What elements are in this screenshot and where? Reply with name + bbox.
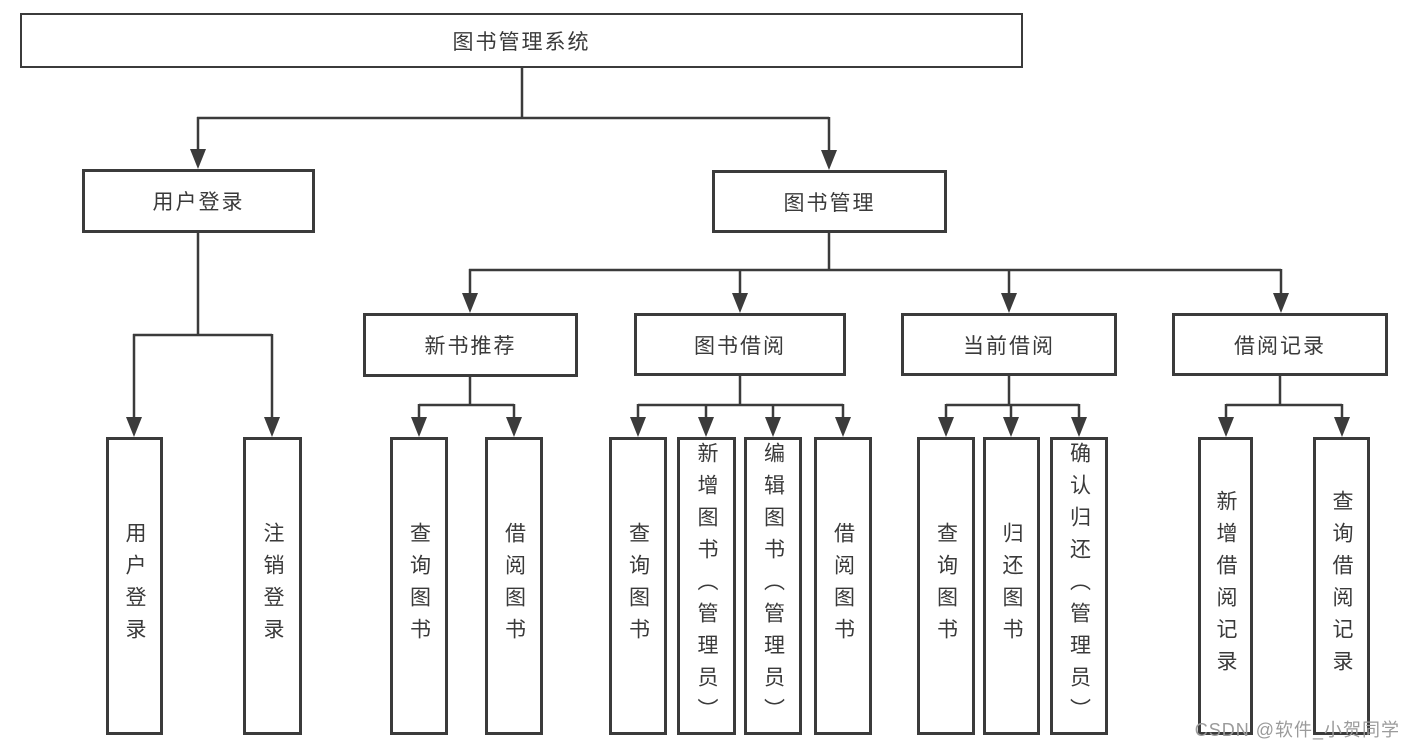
node-book-borrow: 图书借阅 [634,313,846,376]
leaf-query-borrow-record: 查询借阅记录 [1313,437,1370,735]
leaf-query-books-borrow-label: 查询图书 [626,522,650,650]
csdn-watermark: CSDN @软件_小贺同学 [1194,720,1400,740]
node-borrow-records: 借阅记录 [1172,313,1388,376]
connector-current-borrow-to-leaves [938,376,1087,437]
node-user-login-label: 用户登录 [152,191,245,214]
leaf-add-borrow-record-label: 新增借阅记录 [1214,490,1237,682]
leaf-edit-books-admin-label: 编辑图书（管理员） [761,442,785,730]
leaf-confirm-return-admin: 确认归还（管理员） [1050,437,1108,735]
leaf-query-books-recommend-label: 查询图书 [407,522,431,650]
node-new-book-recommend-label: 新书推荐 [424,335,517,358]
leaf-return-books: 归还图书 [983,437,1040,735]
node-current-borrow-label: 当前借阅 [963,334,1055,358]
connector-book-management-to-level3 [462,233,1289,313]
connector-borrow-records-to-leaves [1218,376,1350,437]
connector-book-borrow-to-leaves [630,376,851,437]
leaf-add-borrow-record: 新增借阅记录 [1198,437,1253,735]
leaf-logout-label: 注销登录 [261,522,284,650]
leaf-logout: 注销登录 [243,437,302,735]
leaf-borrow-books: 借阅图书 [814,437,872,735]
node-book-borrow-label: 图书借阅 [694,334,786,358]
leaf-query-books-borrow: 查询图书 [609,437,667,735]
leaf-query-books-current: 查询图书 [917,437,975,735]
leaf-user-login-label: 用户登录 [123,522,146,650]
leaf-query-borrow-record-label: 查询借阅记录 [1330,490,1353,682]
node-user-login: 用户登录 [82,169,315,233]
leaf-query-books-current-label: 查询图书 [934,522,958,650]
leaf-borrow-books-recommend-label: 借阅图书 [502,522,526,650]
connector-user-login-to-leaves [126,233,280,437]
node-root-label: 图书管理系统 [452,30,591,54]
leaf-add-books-admin: 新增图书（管理员） [677,437,736,735]
node-book-management-label: 图书管理 [783,191,876,215]
leaf-query-books-recommend: 查询图书 [390,437,448,735]
leaf-return-books-label: 归还图书 [1000,522,1023,650]
connector-new-book-to-leaves [411,377,522,437]
node-root: 图书管理系统 [20,13,1023,68]
leaf-user-login: 用户登录 [106,437,163,735]
leaf-edit-books-admin: 编辑图书（管理员） [744,437,802,735]
leaf-confirm-return-admin-label: 确认归还（管理员） [1067,442,1091,730]
node-borrow-records-label: 借阅记录 [1234,334,1326,358]
node-book-management: 图书管理 [712,170,947,233]
leaf-borrow-books-label: 借阅图书 [831,522,855,650]
leaf-borrow-books-recommend: 借阅图书 [485,437,543,735]
leaf-add-books-admin-label: 新增图书（管理员） [695,442,718,730]
node-current-borrow: 当前借阅 [901,313,1117,376]
node-new-book-recommend: 新书推荐 [363,313,578,377]
connector-root-to-level2 [190,68,837,170]
